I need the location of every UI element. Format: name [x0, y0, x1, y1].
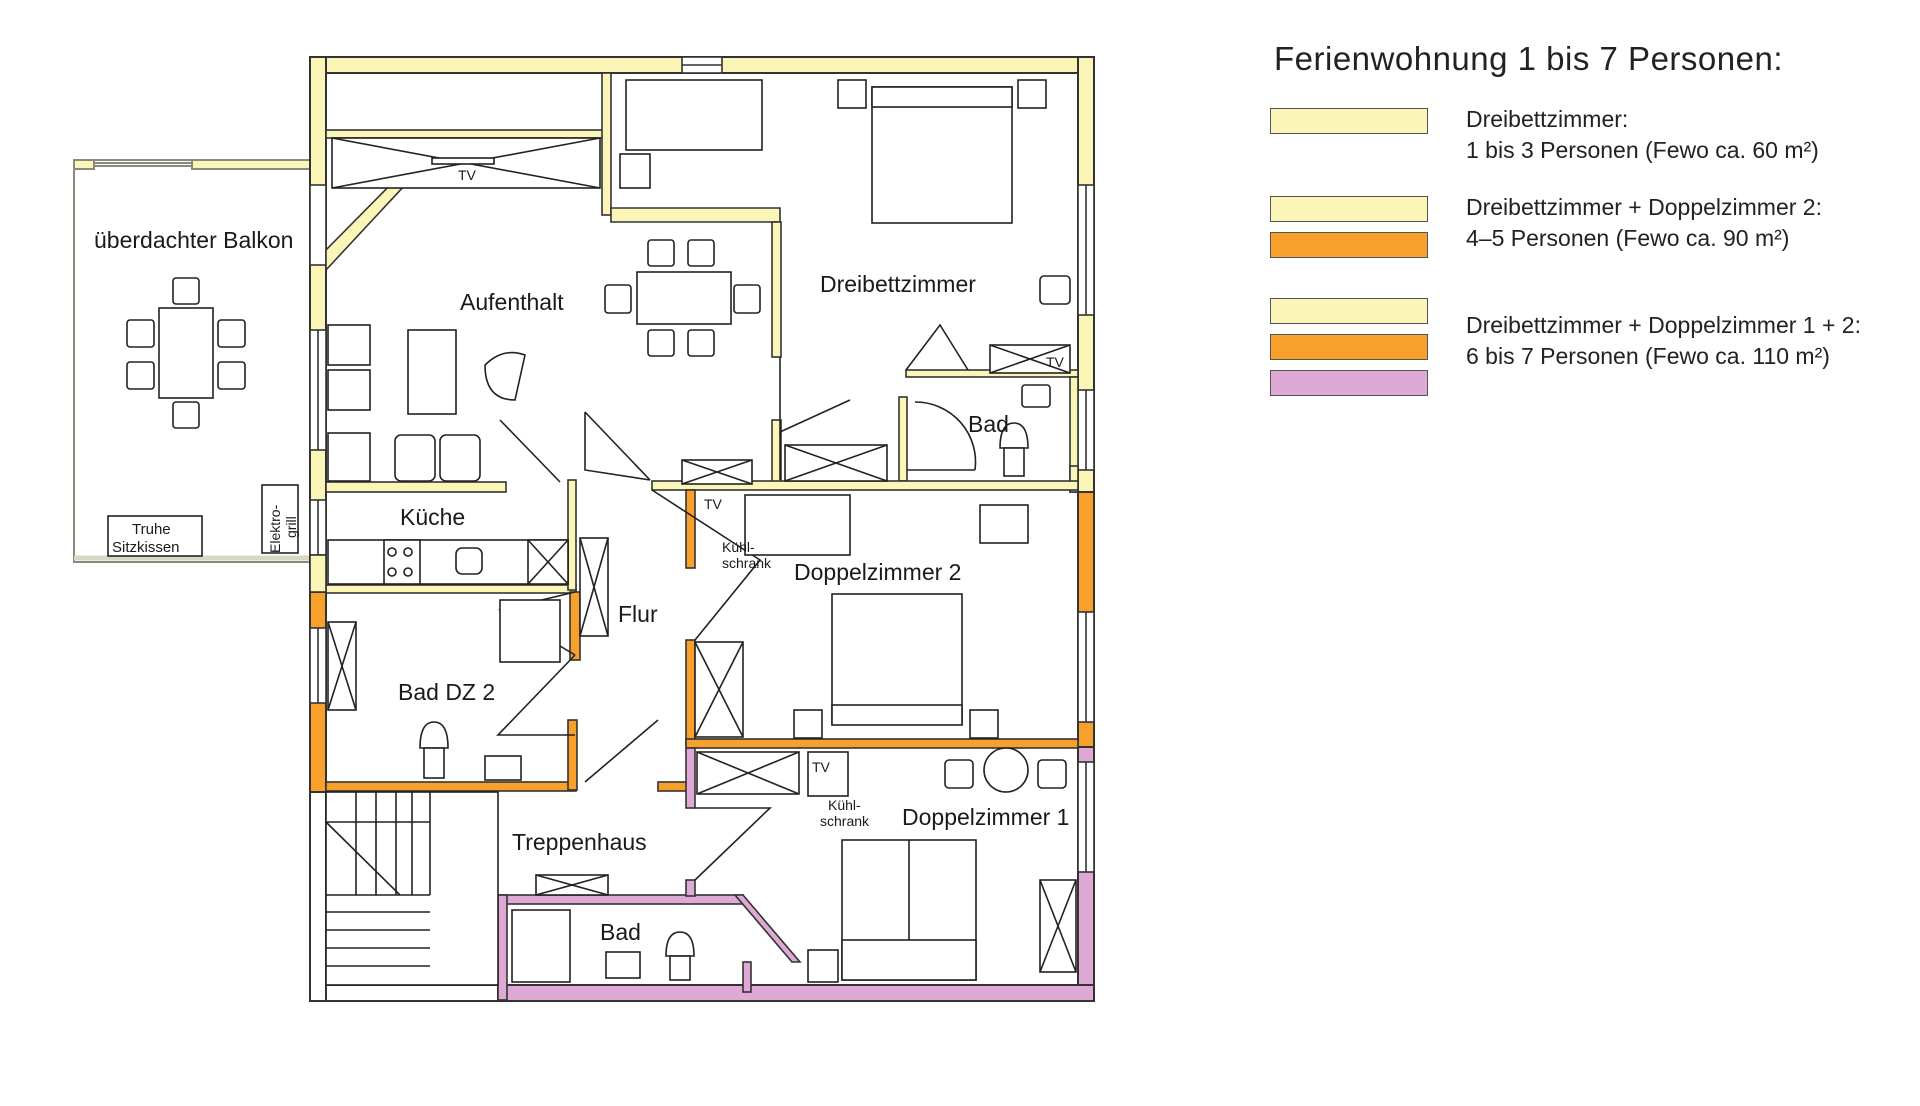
legend-text-1: Dreibettzimmer: 1 bis 3 Personen (Fewo c…	[1466, 104, 1819, 166]
legend-group-1: Dreibettzimmer: 1 bis 3 Personen (Fewo c…	[1270, 106, 1910, 166]
legend-swatches-2	[1270, 196, 1432, 268]
room-labels: überdachter Balkon Aufenthalt Dreibettzi…	[94, 227, 1069, 945]
schrank-label-dz2: schrank	[722, 555, 772, 571]
legend-2-line1: Dreibettzimmer + Doppelzimmer 2:	[1466, 194, 1822, 220]
swatch-orange	[1270, 334, 1428, 360]
label-balkon: überdachter Balkon	[94, 227, 293, 253]
schrank-label-dz1: schrank	[820, 813, 870, 829]
label-aufenthalt: Aufenthalt	[460, 289, 564, 315]
swatch-yellow	[1270, 108, 1428, 134]
swatch-lilac	[1270, 370, 1428, 396]
legend-group-2: Dreibettzimmer + Doppelzimmer 2: 4–5 Per…	[1270, 194, 1910, 268]
legend-3-line2: 6 bis 7 Personen (Fewo ca. 110 m²)	[1466, 343, 1830, 369]
legend-3-line1: Dreibettzimmer + Doppelzimmer 1 + 2:	[1466, 312, 1861, 338]
interior-walls-yellow	[309, 72, 1079, 594]
legend-text-2: Dreibettzimmer + Doppelzimmer 2: 4–5 Per…	[1466, 192, 1822, 254]
balcony-furniture	[107, 277, 299, 557]
tv-label-top: TV	[458, 167, 477, 183]
tv-label-dz1: TV	[812, 759, 831, 775]
sitzkissen-label: Sitzkissen	[112, 539, 180, 556]
interior-walls-lilac	[497, 747, 802, 1001]
windows	[309, 56, 1095, 873]
toilet-icons	[419, 422, 1029, 981]
elektro-label: Elektro-	[267, 504, 283, 553]
legend-group-3: Dreibettzimmer + Doppelzimmer 1 + 2: 6 b…	[1270, 298, 1910, 406]
grill-label: grill	[283, 516, 299, 538]
legend-text-3: Dreibettzimmer + Doppelzimmer 1 + 2: 6 b…	[1466, 310, 1861, 372]
legend: Ferienwohnung 1 bis 7 Personen: Dreibett…	[1270, 40, 1910, 436]
swatch-yellow	[1270, 196, 1428, 222]
label-kueche: Küche	[400, 504, 465, 530]
swatch-orange	[1270, 232, 1428, 258]
label-bad-dz2: Bad DZ 2	[398, 679, 495, 705]
legend-2-line2: 4–5 Personen (Fewo ca. 90 m²)	[1466, 225, 1790, 251]
tv-label-dz2: TV	[704, 496, 723, 512]
label-bad-bottom: Bad	[600, 919, 641, 945]
legend-title: Ferienwohnung 1 bis 7 Personen:	[1274, 40, 1783, 77]
furniture-labels: TV TV TV TV Truhe Sitzkissen Elektro- gr…	[112, 167, 1065, 829]
legend-1-line1: Dreibettzimmer:	[1466, 106, 1629, 132]
legend-swatches-3	[1270, 298, 1432, 406]
furniture	[325, 79, 1077, 986]
kuehl-label-dz2: Kühl-	[722, 539, 755, 555]
label-bad-top: Bad	[968, 411, 1009, 437]
label-treppenhaus: Treppenhaus	[512, 829, 647, 855]
tv-label-right: TV	[1046, 354, 1065, 370]
legend-1-line2: 1 bis 3 Personen (Fewo ca. 60 m²)	[1466, 137, 1819, 163]
label-doppelzimmer1: Doppelzimmer 1	[902, 804, 1069, 830]
label-dreibettzimmer: Dreibettzimmer	[820, 271, 976, 297]
label-flur: Flur	[618, 601, 658, 627]
label-doppelzimmer2: Doppelzimmer 2	[794, 559, 961, 585]
swatch-yellow	[1270, 298, 1428, 324]
truhe-label: Truhe	[132, 521, 171, 538]
kuehl-label-dz1: Kühl-	[828, 797, 861, 813]
legend-swatches-1	[1270, 108, 1432, 144]
